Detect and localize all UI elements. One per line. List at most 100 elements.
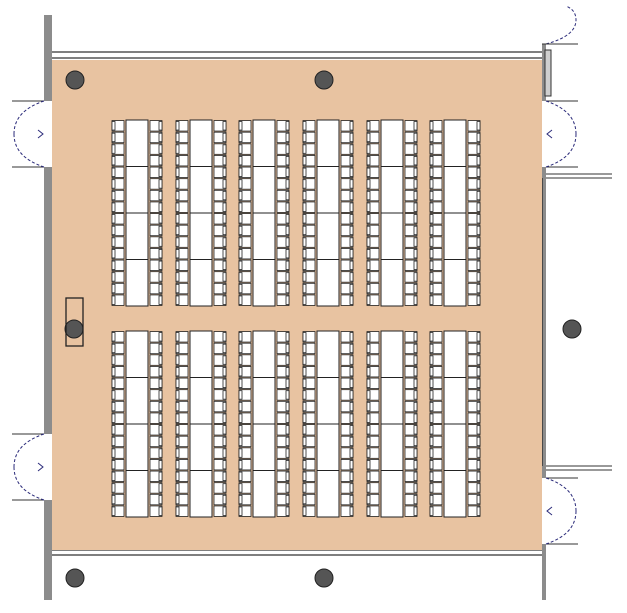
- column-icon: [314, 70, 334, 90]
- chair-back: [111, 448, 116, 458]
- chair-icon: [429, 424, 443, 436]
- chair-icon: [404, 354, 418, 366]
- right-wall: [542, 44, 546, 600]
- chair-icon: [340, 294, 354, 306]
- chair-icon: [467, 354, 481, 366]
- chair-back: [476, 260, 481, 270]
- chair-back: [302, 144, 307, 154]
- chair-back: [429, 144, 434, 154]
- chair-icon: [340, 412, 354, 424]
- chair-back: [238, 132, 243, 143]
- table: [316, 377, 340, 425]
- chair-back: [366, 460, 371, 470]
- chair-icon: [366, 178, 380, 190]
- table: [252, 470, 276, 518]
- chair-icon: [302, 155, 316, 167]
- chair-back: [413, 144, 418, 154]
- chair-icon: [175, 482, 189, 494]
- table: [125, 166, 149, 214]
- door-swing: [545, 133, 577, 168]
- table: [316, 212, 340, 260]
- door-swing: [545, 477, 577, 512]
- chair-icon: [276, 224, 290, 237]
- chair-back: [111, 436, 116, 447]
- table-column: [302, 330, 354, 518]
- chair-icon: [467, 213, 481, 225]
- chair-back: [238, 121, 243, 131]
- chair-back: [366, 448, 371, 458]
- chair-icon: [467, 400, 481, 413]
- chair-icon: [149, 224, 163, 237]
- chair-back: [429, 355, 434, 365]
- chair-icon: [340, 282, 354, 295]
- table: [380, 330, 404, 378]
- chair-back: [158, 390, 163, 400]
- chair-icon: [213, 424, 227, 436]
- chair-icon: [111, 189, 125, 202]
- chair-icon: [429, 366, 443, 378]
- chair-icon: [175, 271, 189, 283]
- chair-back: [238, 471, 243, 481]
- chair-back: [222, 483, 227, 493]
- chair-back: [175, 179, 180, 189]
- chair-back: [429, 506, 434, 516]
- chair-back: [476, 249, 481, 259]
- chair-icon: [276, 201, 290, 213]
- chair-back: [366, 355, 371, 365]
- chair-back: [429, 483, 434, 493]
- chair-icon: [175, 120, 189, 132]
- chair-back: [222, 448, 227, 458]
- chair-icon: [302, 377, 316, 389]
- table: [189, 377, 213, 425]
- chair-icon: [404, 189, 418, 202]
- table: [443, 166, 467, 214]
- chair-icon: [467, 459, 481, 471]
- chair-icon: [111, 294, 125, 306]
- chair-back: [111, 355, 116, 365]
- chair-back: [238, 343, 243, 354]
- chair-icon: [366, 282, 380, 295]
- door-swing: [13, 466, 45, 501]
- chair-icon: [276, 236, 290, 248]
- table: [125, 423, 149, 471]
- chair-icon: [429, 120, 443, 132]
- chair-icon: [213, 236, 227, 248]
- chair-back: [238, 367, 243, 377]
- chair-back: [238, 483, 243, 493]
- chair-back: [238, 167, 243, 177]
- chair-back: [158, 156, 163, 166]
- chair-back: [285, 167, 290, 177]
- chair-icon: [302, 294, 316, 306]
- chair-back: [285, 355, 290, 365]
- chair-back: [302, 283, 307, 294]
- chair-back: [111, 225, 116, 236]
- chair-back: [429, 225, 434, 236]
- chair-icon: [238, 377, 252, 389]
- table: [443, 259, 467, 307]
- chair-icon: [238, 493, 252, 506]
- table-column: [366, 119, 418, 307]
- chair-back: [349, 448, 354, 458]
- chair-icon: [175, 131, 189, 144]
- table: [380, 470, 404, 518]
- chair-icon: [366, 131, 380, 144]
- chair-back: [285, 144, 290, 154]
- chair-back: [476, 167, 481, 177]
- chair-icon: [111, 389, 125, 401]
- chair-icon: [111, 143, 125, 155]
- chair-icon: [238, 271, 252, 283]
- chair-icon: [238, 505, 252, 517]
- chair-back: [429, 390, 434, 400]
- table: [316, 119, 340, 167]
- chair-back: [111, 190, 116, 201]
- chair-back: [302, 237, 307, 247]
- chair-back: [111, 249, 116, 259]
- table-column: [111, 119, 163, 307]
- chair-icon: [276, 377, 290, 389]
- chair-icon: [213, 331, 227, 343]
- chair-back: [366, 167, 371, 177]
- chair-back: [222, 436, 227, 447]
- chair-icon: [238, 143, 252, 155]
- chair-icon: [149, 259, 163, 271]
- chair-back: [158, 460, 163, 470]
